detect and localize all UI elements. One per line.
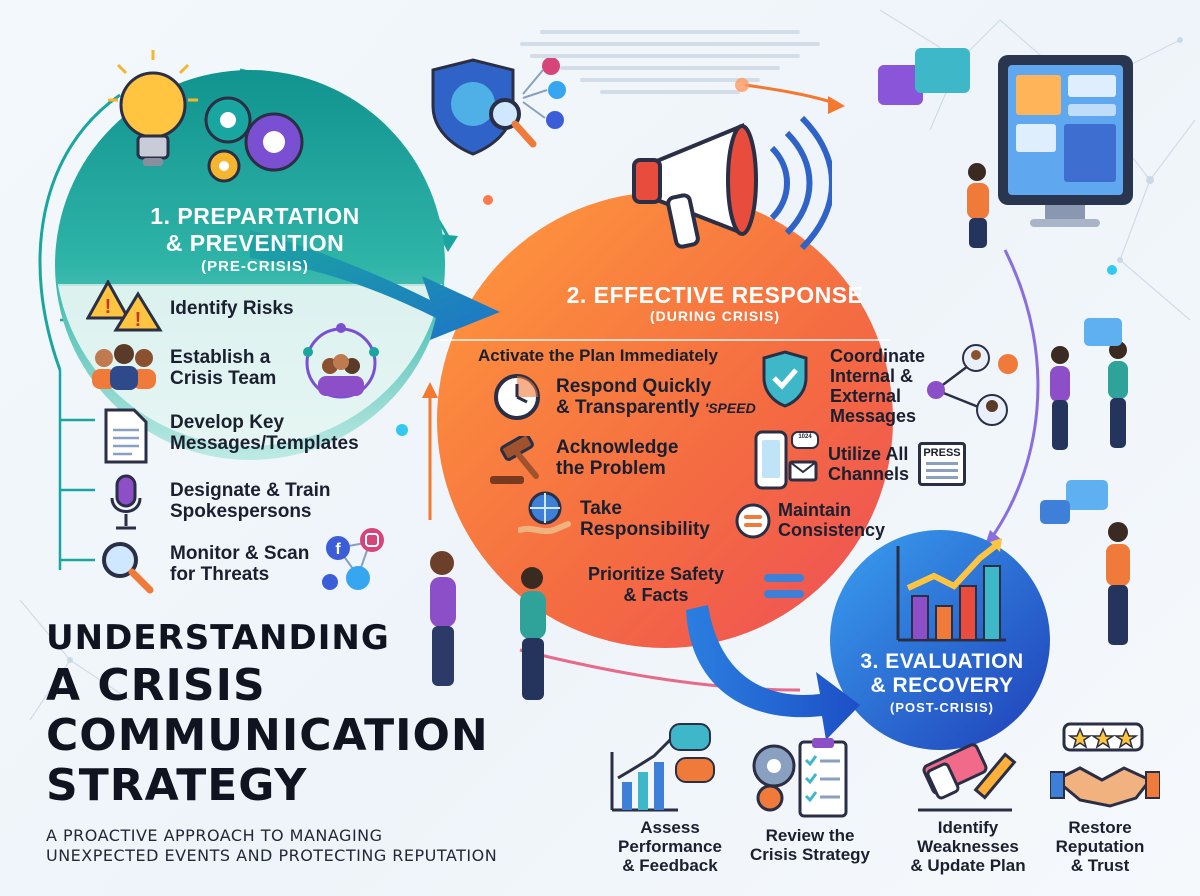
arrow-2-to-3 [686,605,860,740]
stage2-subtitle: (DURING CRISIS) [649,308,781,324]
shield-check-icon [762,350,808,408]
speed-tag: 'SPEED [704,400,756,416]
press-label: PRESS [923,447,961,459]
team-icon [92,344,156,390]
gear-icon [204,96,304,183]
stage2-circle [437,192,893,648]
magnifier-icon [102,542,154,594]
social-icon: f [322,528,384,590]
stage1-subtitle: (PRE-CRISIS) [201,258,309,275]
bar-chart-icon [896,538,1006,642]
monitor-icon [998,55,1133,227]
shield-globe-icon [431,58,566,156]
network-icon [927,344,1018,426]
svg-text:f: f [335,541,341,558]
world-map-dots [520,30,820,94]
megaphone-icon [632,115,832,251]
microphone-icon [110,474,142,530]
stars-icon [1067,727,1139,749]
stage2-activate-plan: Activate the Plan Immediately [478,346,718,365]
chat-badge: 1024 [798,434,812,440]
stage2-item-safety: Prioritize Safety& Facts [588,564,725,605]
eraser-pencil-icon [918,743,1017,812]
svg-text:!: ! [105,296,112,318]
stage2-item-respond: Respond Quickly& Transparently 'SPEED [556,376,756,418]
chart-chat-icon [610,723,715,812]
stage1-title: 1. PREPARTATION& PREVENTION [150,203,360,256]
handshake-icon [1050,722,1160,808]
main-title-line4: STRATEGY [46,760,308,811]
main-title-line3: COMMUNICATION [46,710,489,761]
svg-text:!: ! [135,309,142,331]
phone-icon [754,430,819,490]
lightbulb-icon [108,50,198,166]
document-icon [104,408,148,464]
gavel-icon [490,436,539,484]
team-network-icon [303,323,379,399]
stage3-subtitle: (POST-CRISIS) [889,700,994,715]
globe-hand-icon [518,491,571,535]
clock-icon [494,374,540,420]
main-title-line2: A CRISIS [46,660,266,711]
equals-icon [764,574,804,598]
subtitle-line2: UNEXPECTED EVENTS AND PROTECTING REPUTAT… [46,846,498,865]
clipboard-icon [752,738,848,818]
stage3-title: 3. EVALUATION& RECOVERY [860,650,1024,697]
subtitle-line1: A PROACTIVE APPROACH TO MANAGING [46,826,383,845]
consistency-icon [735,503,771,539]
chat-bubble-icon [878,65,923,105]
main-title-line1: UNDERSTANDING [46,618,390,658]
people-illustration [430,163,1130,700]
arrow-1-to-2 [250,230,500,340]
press-icon: PRESS [918,442,966,486]
stage2-title: 2. EFFECTIVE RESPONSE [566,282,864,308]
stage1-item-identify-risks: Identify Risks [170,298,294,319]
warning-icon: ! ! [86,280,163,332]
